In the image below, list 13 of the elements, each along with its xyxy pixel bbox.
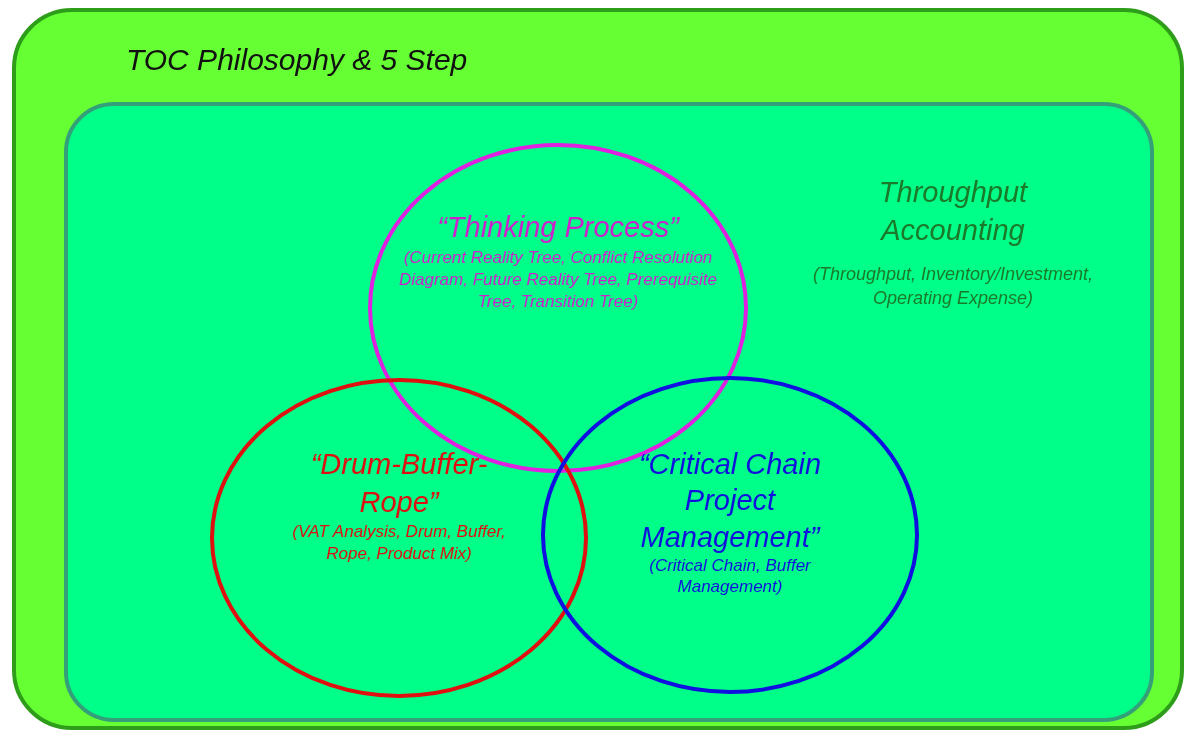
heading: “Drum-Buffer-Rope” — [309, 447, 489, 520]
description: (VAT Analysis, Drum, Buffer, Rope, Product Mix) — [291, 521, 507, 566]
outer-panel — [12, 8, 1184, 730]
description: (Critical Chain, Buffer Management) — [648, 554, 812, 598]
inner-panel — [64, 102, 1154, 722]
heading: Throughput Accounting — [877, 175, 1029, 248]
venn-circle — [541, 376, 919, 694]
description: (Current Reality Tree, Conflict Resolution Diagram, Future Reality Tree, Prerequisite Tree, Transition Tree) — [398, 246, 718, 313]
heading: “Critical Chain Project Management” — [637, 447, 823, 555]
heading: “Thinking Process” — [436, 210, 681, 245]
venn-circle — [210, 378, 588, 698]
description: (Throughput, Inventory/Investment, Operating Expense) — [811, 263, 1095, 310]
heading: TOC Philosophy & 5 Step — [126, 42, 469, 78]
